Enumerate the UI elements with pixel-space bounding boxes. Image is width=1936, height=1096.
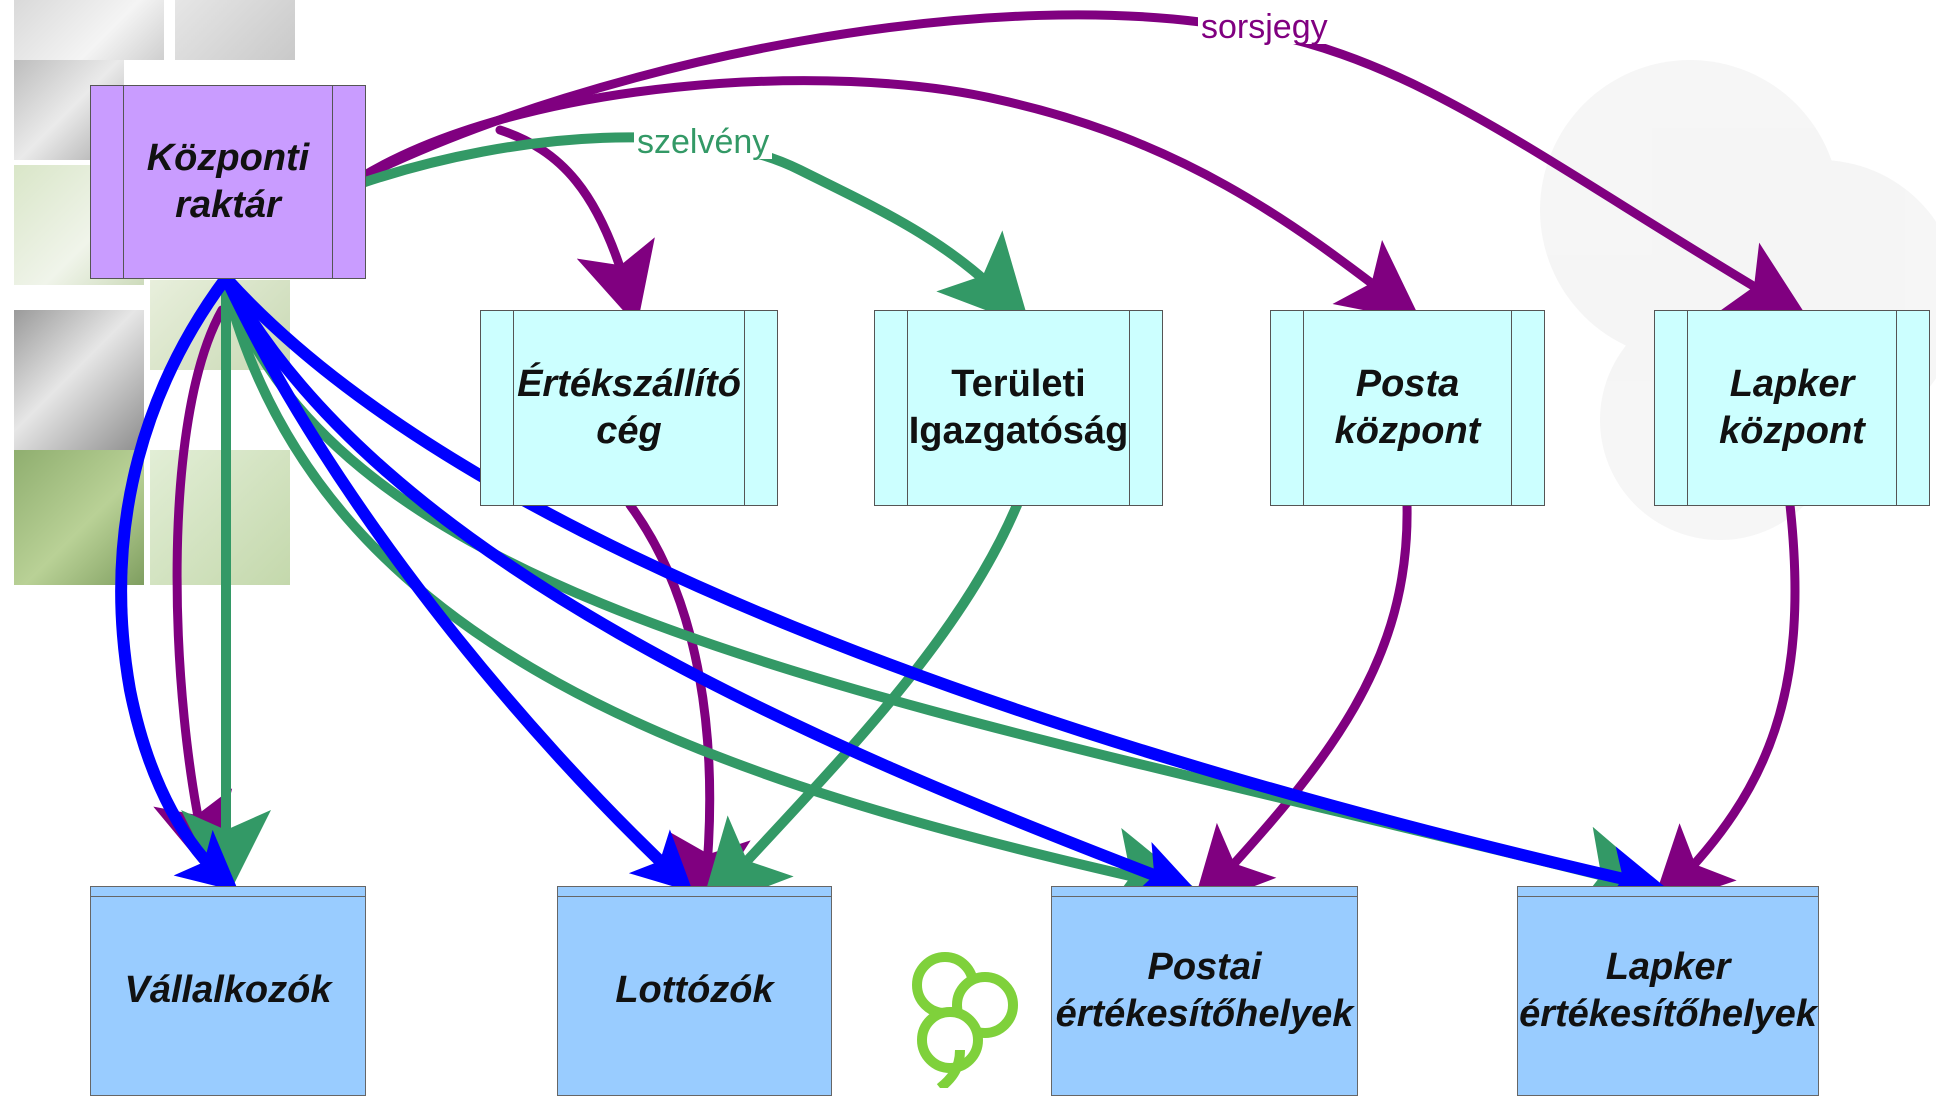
arrow-sorsjegy-postai-from-posta <box>1191 500 1412 910</box>
arrow-blue-lottozok <box>220 272 694 893</box>
arrow-sorsjegy-vallalkozok <box>153 305 233 877</box>
arrow-blue-lapkerert <box>220 272 1668 905</box>
node-label: Értékszállító cég <box>517 362 741 453</box>
label-szelveny: szelvény <box>634 125 773 159</box>
arrow-blue-postai <box>220 272 1197 899</box>
node-postai-ertekesitohelyek: Postai értékesítőhelyek <box>1051 886 1358 1096</box>
node-teruleti-igazgatosag: Területi Igazgatóság <box>874 310 1163 506</box>
bg-tile <box>14 310 144 450</box>
bg-tile <box>14 0 164 60</box>
node-lapker-ertekesitohelyek: Lapker értékesítőhelyek <box>1517 886 1819 1096</box>
node-vallalkozok: Vállalkozók <box>90 886 366 1096</box>
arrow-sorsjegy-ertekszallito <box>495 125 655 327</box>
bg-tile <box>175 0 295 60</box>
arrow-szelveny-teruleti <box>357 132 1031 328</box>
arrow-szelveny-postai <box>221 280 1200 916</box>
node-label: Lottózók <box>615 969 774 1012</box>
node-label: Vállalkozók <box>124 969 332 1012</box>
node-lapker-kozpont: Lapker központ <box>1654 310 1930 506</box>
arrow-sorsjegy-posta-kozpont <box>355 76 1422 322</box>
node-label: Lapker értékesítőhelyek <box>1519 945 1817 1036</box>
node-kozponti-raktar: Központi raktár <box>90 85 366 279</box>
label-sorsjegy: sorsjegy <box>1198 10 1331 44</box>
node-label: Posta központ <box>1334 362 1481 453</box>
node-label: Lapker központ <box>1719 362 1865 453</box>
node-posta-kozpont: Posta központ <box>1270 310 1545 506</box>
node-label: Központi raktár <box>146 136 310 227</box>
node-lottozok: Lottózók <box>557 886 832 1096</box>
arrow-blue-vallalkozok <box>115 272 239 892</box>
arrow-sorsjegy-lapkerert-from-lapker <box>1650 500 1800 910</box>
node-ertekszallito-ceg: Értékszállító cég <box>480 310 778 506</box>
clover-logo <box>912 952 1018 1088</box>
node-label: Területi Igazgatóság <box>908 362 1129 453</box>
node-label: Postai értékesítőhelyek <box>1055 945 1354 1036</box>
